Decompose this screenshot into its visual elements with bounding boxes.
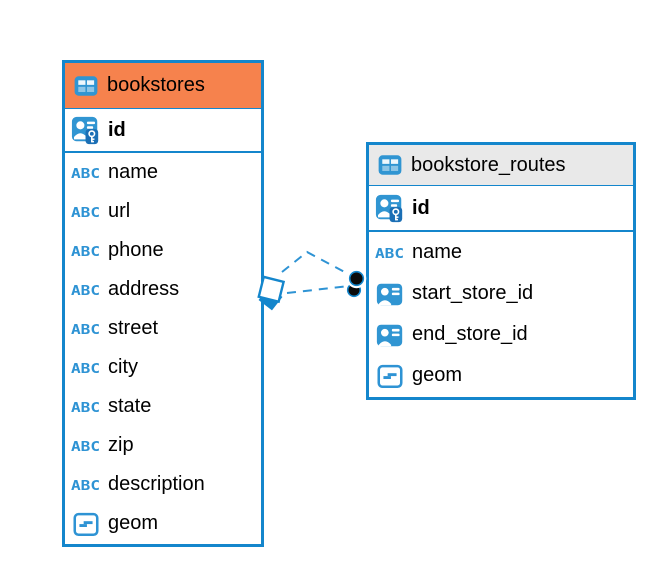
column-row-zip[interactable]: zip [65, 426, 261, 465]
primary-key-icon [71, 115, 101, 145]
text-type-icon [71, 392, 101, 422]
column-label: id [108, 118, 126, 141]
column-label: phone [108, 239, 164, 261]
relationship-line-2[interactable] [286, 285, 350, 294]
table-name: bookstore_routes [411, 153, 566, 176]
column-row-id[interactable]: id [65, 109, 261, 153]
column-row-description[interactable]: description [65, 465, 261, 504]
column-row-name[interactable]: name [65, 153, 261, 192]
column-list: name start_store_id end_store_id geom [369, 232, 633, 396]
column-row-city[interactable]: city [65, 348, 261, 387]
text-type-icon [71, 197, 101, 227]
relationship-line-1[interactable] [281, 250, 353, 277]
column-label: geom [108, 512, 159, 534]
table-bookstore-routes-header[interactable]: bookstore_routes [369, 145, 633, 186]
relationship-target-anchor[interactable] [346, 268, 367, 298]
table-bookstores-header[interactable]: bookstores [65, 63, 261, 109]
column-row-end_store_id[interactable]: end_store_id [369, 314, 633, 355]
column-label: description [108, 473, 205, 495]
column-list: name url phone address [65, 153, 261, 543]
column-label: id [412, 196, 430, 219]
foreign-key-icon [375, 320, 405, 350]
column-row-state[interactable]: state [65, 387, 261, 426]
primary-key-icon [375, 193, 405, 223]
column-row-geom[interactable]: geom [65, 504, 261, 543]
table-bookstores[interactable]: bookstores id name url [62, 60, 264, 547]
column-row-geom[interactable]: geom [369, 355, 633, 396]
column-label: end_store_id [412, 323, 528, 345]
geometry-type-icon [375, 361, 405, 391]
text-type-icon [71, 158, 101, 188]
table-icon [72, 73, 100, 99]
column-row-id[interactable]: id [369, 186, 633, 232]
geometry-type-icon [71, 509, 101, 539]
column-label: name [108, 161, 159, 183]
text-type-icon [71, 275, 101, 305]
column-row-name[interactable]: name [369, 232, 633, 273]
text-type-icon [71, 470, 101, 500]
column-label: street [108, 317, 159, 339]
text-type-icon [71, 236, 101, 266]
column-row-phone[interactable]: phone [65, 231, 261, 270]
text-type-icon [71, 314, 101, 344]
text-type-icon [71, 353, 101, 383]
foreign-key-icon [375, 279, 405, 309]
column-label: name [412, 241, 463, 263]
column-row-street[interactable]: street [65, 309, 261, 348]
column-label: state [108, 395, 152, 417]
column-label: url [108, 200, 131, 222]
column-label: address [108, 278, 180, 300]
column-row-address[interactable]: address [65, 270, 261, 309]
column-label: city [108, 356, 138, 378]
text-type-icon [375, 238, 405, 268]
column-label: start_store_id [412, 282, 534, 304]
column-label: geom [412, 364, 463, 386]
table-bookstore-routes[interactable]: bookstore_routes id name start_store_id [366, 142, 636, 400]
table-icon [376, 152, 404, 178]
table-name: bookstores [107, 74, 205, 96]
column-label: zip [108, 434, 134, 456]
text-type-icon [71, 431, 101, 461]
column-row-start_store_id[interactable]: start_store_id [369, 273, 633, 314]
column-row-url[interactable]: url [65, 192, 261, 231]
